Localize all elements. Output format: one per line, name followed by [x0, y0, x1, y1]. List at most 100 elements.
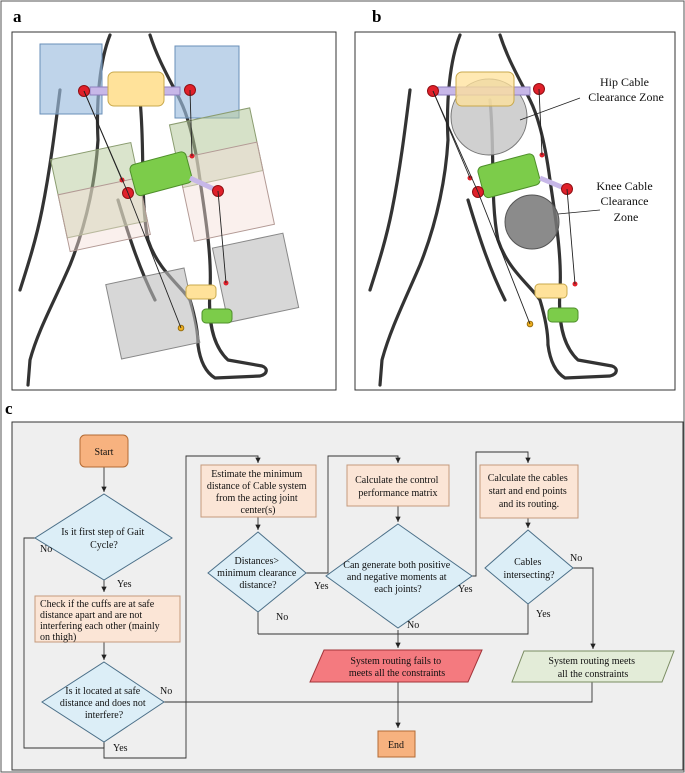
intersecting-line1: Cables: [514, 557, 541, 568]
knee-zone-label-line1: Knee Cable: [596, 179, 652, 193]
fail-box: [309, 649, 483, 683]
panel-b-letter: b: [372, 7, 381, 26]
panel-b-cables: [432, 88, 576, 325]
thigh-bar-b: [539, 175, 565, 191]
distances-line2: minimum clearance: [217, 568, 297, 579]
process-control-matrix-label: Calculate the control performance matrix: [355, 475, 441, 499]
thigh-cuff-b: [477, 153, 541, 199]
decision-first-step-line2: Cycle?: [90, 540, 118, 551]
decision-distances: [207, 531, 307, 613]
label-no-safe-distance: No: [160, 686, 172, 697]
process-control-matrix: [346, 464, 450, 507]
decision-first-step-label: Is it first step of Gait Cycle?: [61, 527, 147, 551]
start-node: [79, 434, 129, 468]
shank-lower-cuff-b: [547, 307, 579, 323]
panel-c-letter: c: [5, 399, 13, 418]
hip-zone-label-line2: Clearance Zone: [588, 90, 664, 104]
knee-zone-leader: [557, 209, 601, 215]
hip-left-zone: [39, 43, 103, 115]
knee-zone-label-line2: Clearance: [601, 194, 649, 208]
label-yes-distances: Yes: [314, 581, 329, 592]
knee-zone-label-line3: Zone: [614, 210, 639, 224]
cables-points-line3: and its routing.: [499, 499, 559, 510]
thigh-right-zone: [168, 107, 276, 242]
process-estimate-label: Estimate the minimum distance of Cable s…: [207, 469, 309, 516]
decision-intersecting: [484, 529, 574, 605]
decision-first-step-line1: Is it first step of Gait: [61, 527, 144, 538]
decision-intersecting-label: Cables intersecting?: [503, 557, 555, 581]
label-no-moments: No: [407, 620, 419, 631]
end-label: End: [388, 740, 404, 751]
hip-cuff-b: [455, 71, 515, 107]
thigh-cuff: [129, 151, 193, 197]
label-yes-moments: Yes: [458, 584, 473, 595]
label-no-intersecting: No: [570, 553, 582, 564]
hip-zone-label: Hip Cable Clearance Zone: [588, 75, 664, 104]
label-yes-intersecting: Yes: [536, 609, 551, 620]
shank-right-zone: [211, 232, 300, 324]
moments-line1: Can generate both positive: [343, 560, 450, 571]
hip-right-zone: [174, 45, 240, 119]
meet-line1: System routing meets: [548, 656, 635, 667]
safe-distance-line2: distance and does not: [60, 698, 146, 709]
hip-zone-leader: [519, 97, 581, 121]
hip-zone-label-line1: Hip Cable: [600, 75, 649, 89]
panel-b: Hip Cable Clearance Zone Knee Cable Clea…: [354, 31, 676, 391]
intersecting-line2: intersecting?: [503, 570, 555, 581]
fail-line1: System routing fails to: [350, 656, 441, 667]
panel-c-flowchart: Start Is it first step of Gait Cycle? No…: [11, 421, 684, 771]
decision-moments: [325, 523, 473, 629]
decision-moments-label: Can generate both positive and negative …: [343, 560, 452, 595]
distances-line1: Distances>: [234, 556, 279, 567]
safe-distance-line1: Is it located at safe: [65, 686, 141, 697]
moments-line3: each joints?: [374, 584, 422, 595]
check-cuffs-line1: Check if the cuffs are at safe: [40, 599, 155, 610]
control-matrix-line2: performance matrix: [358, 488, 437, 499]
knee-clearance-zone: [504, 194, 560, 250]
flowchart-connectors: [23, 451, 596, 759]
panel-a-cables: [83, 89, 227, 329]
start-label: Start: [95, 447, 114, 458]
shank-upper-cuff: [185, 284, 217, 300]
shank-upper-cuff-b: [534, 283, 568, 299]
safe-distance-line3: interfere?: [85, 710, 124, 721]
meet-box-label: System routing meets all the constraints: [548, 656, 637, 680]
estimate-line3: from the acting joint: [216, 493, 298, 504]
label-no-distances: No: [276, 612, 288, 623]
label-yes-safe-distance: Yes: [113, 743, 128, 754]
moments-line2: and negative moments at: [347, 572, 447, 583]
fail-line2: meets all the constraints: [349, 668, 445, 679]
shank-left-zone: [105, 267, 201, 360]
check-cuffs-line3: interfering each other (mainly: [40, 621, 160, 632]
label-yes-first-step: Yes: [117, 579, 132, 590]
panel-a: [11, 31, 337, 391]
estimate-line4: center(s): [241, 505, 276, 516]
control-matrix-line1: Calculate the control: [355, 475, 439, 486]
decision-safe-distance-label: Is it located at safe distance and does …: [60, 686, 148, 721]
process-cables-points: [479, 464, 579, 519]
decision-distances-label: Distances> minimum clearance distance?: [217, 556, 299, 591]
hip-cuff: [107, 71, 165, 107]
process-check-cuffs: [34, 595, 181, 643]
cables-points-line1: Calculate the cables: [488, 473, 568, 484]
shank-lower-cuff: [201, 308, 233, 324]
process-check-cuffs-label: Check if the cuffs are at safe distance …: [40, 599, 162, 643]
meet-line2: all the constraints: [558, 669, 629, 680]
panel-a-letter: a: [13, 7, 22, 26]
label-no-first-step: No: [40, 544, 52, 555]
estimate-line1: Estimate the minimum: [211, 469, 302, 480]
process-cables-points-label: Calculate the cables start and end point…: [488, 473, 570, 510]
check-cuffs-line2: distance apart and are not: [40, 610, 142, 621]
panel-b-leg-outline: [368, 33, 618, 387]
meet-box: [511, 650, 675, 683]
check-cuffs-line4: on thigh): [40, 632, 76, 643]
thigh-bar: [188, 175, 218, 193]
process-estimate: [200, 464, 317, 518]
cables-points-line2: start and end points: [489, 486, 567, 497]
distances-line3: distance?: [239, 580, 277, 591]
fail-box-label: System routing fails to meets all the co…: [349, 656, 445, 679]
knee-zone-label: Knee Cable Clearance Zone: [596, 179, 655, 224]
estimate-line2: distance of Cable system: [207, 481, 307, 492]
